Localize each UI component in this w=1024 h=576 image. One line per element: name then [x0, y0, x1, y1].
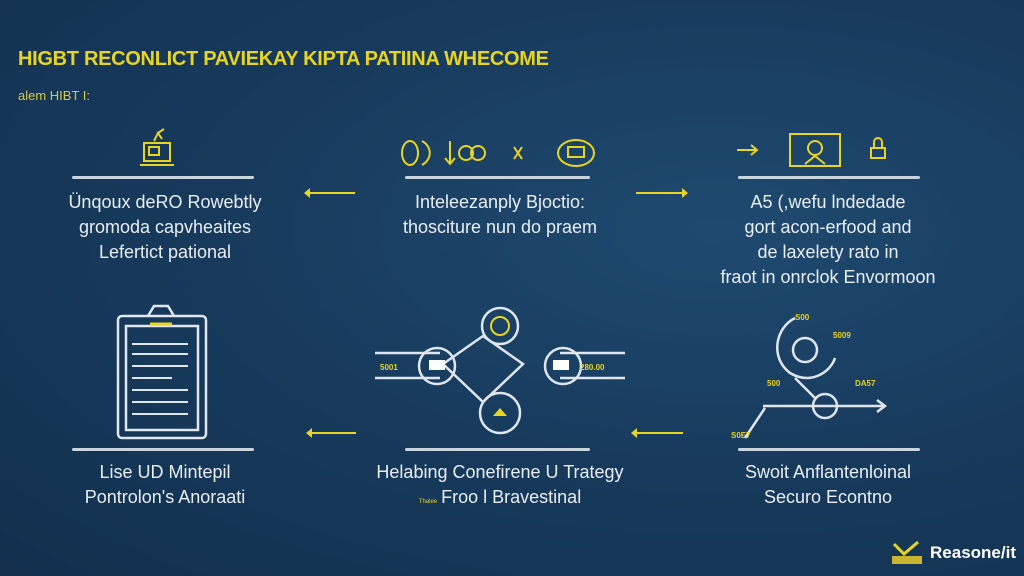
text-line: Securo Econtno — [763, 487, 893, 507]
divider — [405, 176, 590, 179]
text-line: de laxelety rato in — [757, 242, 899, 262]
step-text: A5 (,wefu lndedade gort acon-erfood and … — [668, 190, 988, 290]
divider — [738, 176, 920, 179]
flow-label: S00 — [795, 313, 810, 322]
step-text: Ünqoux deRO Rowebtly gromoda capvheaites… — [5, 190, 325, 265]
network-hub-icon: 5001 280.00 — [375, 306, 625, 435]
text-line: fraot in onrclok Envormoon — [720, 267, 936, 287]
text-line: Swoit Anflantenloinal — [744, 462, 912, 482]
flow-label: 5009 — [833, 331, 851, 340]
clipboard-icon — [116, 304, 208, 440]
divider — [405, 448, 590, 451]
brand-name: Reasone/it — [930, 543, 1016, 562]
arrow-left-icon — [306, 428, 356, 438]
flow-label: 500 — [767, 379, 781, 388]
text-line: Froo l Bravestinal — [441, 487, 582, 507]
text-line: Inteleezanply Bjoctio: — [414, 192, 586, 212]
text-line: A5 (,wefu lndedade — [750, 192, 906, 212]
step-text: Inteleezanply Bjoctio: thosciture nun do… — [340, 190, 660, 240]
brand-logo: Reasone/it — [890, 540, 1016, 566]
step-text: Lise UD Mintepil Pontrolon's Anoraati — [5, 460, 325, 510]
divider — [72, 448, 254, 451]
step-text: Swoit Anflantenloinal Securo Econtno — [668, 460, 988, 510]
text-line: Lefertict pational — [98, 242, 232, 262]
page-subtitle: alem HIBT I: — [18, 88, 91, 103]
flow-label: S0E7 — [731, 431, 751, 440]
text-prefix: Thalee — [418, 499, 438, 505]
page-title: HIGBT RECONLICT PAVIEKAY KIPTA PATIINA W… — [18, 48, 549, 70]
chain-link-icon — [401, 139, 595, 167]
text-line: gromoda capvheaites — [78, 217, 252, 237]
text-line: Ünqoux deRO Rowebtly — [68, 192, 262, 212]
text-line: Pontrolon's Anoraati — [84, 487, 246, 507]
hub-label: 5001 — [380, 363, 398, 372]
logo-icon — [892, 540, 923, 564]
flow-diagram-icon: S00 5009 500 DA57 S0E7 — [731, 313, 888, 440]
arrow-left-icon — [304, 188, 355, 198]
text-line: Lise UD Mintepil — [99, 462, 231, 482]
divider — [72, 176, 254, 179]
identity-lock-icon — [737, 133, 886, 167]
laptop-icon — [140, 128, 174, 166]
hub-label: 280.00 — [580, 363, 605, 372]
flow-label: DA57 — [855, 379, 876, 388]
text-line: Helabing Conefirene U Trategy — [376, 462, 624, 482]
text-line: gort acon-erfood and — [744, 217, 912, 237]
arrow-right-icon — [636, 188, 688, 198]
divider — [738, 448, 920, 451]
text-line: thosciture nun do praem — [402, 217, 598, 237]
arrow-left-icon — [631, 428, 683, 438]
